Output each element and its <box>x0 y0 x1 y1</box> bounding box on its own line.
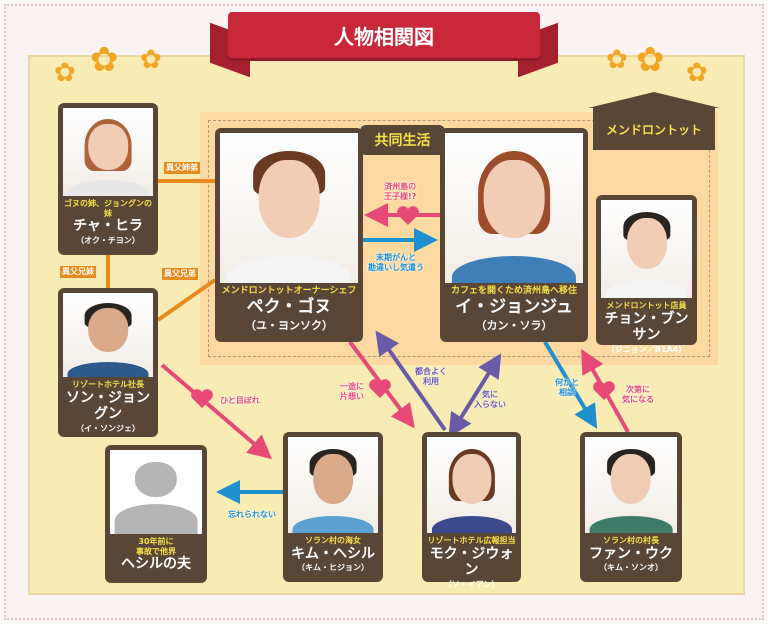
arrow-mok-lee <box>448 353 502 438</box>
character-card-song[interactable]: リゾートホテル社長 ソン・ジョングン （イ・ソンジェ） <box>58 288 158 437</box>
character-name: ペク・ゴヌ <box>246 296 332 317</box>
label-line: 都合よく <box>415 367 447 376</box>
relation-label: 末期がんと勘違いし気遣う <box>368 253 424 272</box>
mendorontot-label: メンドロントット <box>593 108 715 150</box>
relation-label: 気に入らない <box>474 390 506 409</box>
character-name: モク・ジウォン <box>429 545 514 579</box>
arrow-song-kim <box>160 363 273 460</box>
character-role: リゾートホテル社長 <box>72 380 144 389</box>
relation-label: 一途に片想い <box>340 382 364 401</box>
character-name: ヘシルの夫 <box>121 556 191 573</box>
heart-icon <box>593 381 615 400</box>
relation-label: 何かと相談 <box>555 378 579 397</box>
portrait-photo <box>445 133 583 283</box>
portrait-photo <box>585 437 677 533</box>
arrow-mok-baek <box>375 330 447 432</box>
flower-icon: ✿ <box>606 45 628 75</box>
relation-label: ひと目ぼれ <box>220 396 260 406</box>
flower-icon: ✿ <box>686 58 708 88</box>
heart-icon <box>397 206 419 225</box>
silhouette-icon <box>110 450 202 534</box>
actor-name: （キム・ヒジョン） <box>297 563 369 573</box>
character-name: チョン・ブンサン <box>604 310 689 344</box>
actor-name: （ソ・イアン） <box>443 580 500 590</box>
title-ribbon: 人物相関図 <box>228 12 540 58</box>
actor-name: （ジニョン／B1A4） <box>606 345 687 355</box>
character-role: ソラン村の海女 <box>305 536 361 545</box>
actor-name: （カン・ソラ） <box>475 319 553 333</box>
relation-label: 異父兄弟 <box>162 268 198 280</box>
flower-icon: ✿ <box>54 58 76 88</box>
actor-name: （イ・ソンジェ） <box>76 424 140 434</box>
character-card-jeong[interactable]: メンドロントット店員 チョン・ブンサン （ジニョン／B1A4） <box>596 195 697 354</box>
actor-name: （オク・チヨン） <box>76 235 140 245</box>
actor-name: （ユ・ヨンソク） <box>245 319 333 333</box>
character-name: ファン・ウク <box>589 545 673 562</box>
character-role: ゴヌの姉、ジョングンの妹 <box>64 199 152 218</box>
label-line: 忘れられない <box>228 510 276 519</box>
portrait-photo <box>63 108 153 196</box>
label-line: 気になる <box>622 394 654 404</box>
label-line: 王子様!? <box>384 191 417 201</box>
flower-icon: ✿ <box>90 40 119 80</box>
label-line: 入らない <box>474 399 506 409</box>
character-card-husband[interactable]: 30年前に 事故で他界 ヘシルの夫 <box>105 445 207 583</box>
relation-label: 忘れられない <box>228 510 276 520</box>
label-line: 何かと <box>555 378 579 387</box>
together-text: 共同生活 <box>374 133 431 149</box>
label-line: 片想い <box>340 391 364 401</box>
actor-name: （キム・ソンオ） <box>599 563 663 573</box>
character-role: メンドロントットオーナーシェフ <box>221 286 357 296</box>
character-name: キム・ヘシル <box>291 545 375 562</box>
character-name: チャ・ヒラ <box>73 218 143 235</box>
portrait-photo <box>220 133 358 283</box>
relation-label: 異父姉弟 <box>164 162 200 174</box>
label-line: 利用 <box>423 376 439 386</box>
label-line: ひと目ぼれ <box>220 396 260 405</box>
label-line: 気に <box>482 390 498 399</box>
character-card-cha[interactable]: ゴヌの姉、ジョングンの妹 チャ・ヒラ （オク・チヨン） <box>58 103 158 255</box>
character-role: ソラン村の村長 <box>603 536 659 545</box>
heart-icon <box>191 389 213 408</box>
relation-label: 済州島の王子様!? <box>384 182 416 201</box>
relation-label: 次第に気になる <box>622 385 654 404</box>
label-line: 相談 <box>559 387 575 397</box>
relation-label: 異父兄妹 <box>60 266 96 278</box>
character-card-kim[interactable]: ソラン村の海女 キム・ヘシル （キム・ヒジョン） <box>283 432 383 582</box>
line-song-baek <box>156 278 217 322</box>
label-line: 勘違いし気遣う <box>368 262 424 272</box>
label-song-cha: 異父兄妹 <box>60 266 96 278</box>
page-title: 人物相関図 <box>334 24 434 49</box>
portrait-photo <box>427 437 516 533</box>
flower-icon: ✿ <box>636 40 665 80</box>
label-line: 一途に <box>340 382 364 391</box>
label-line: 末期がんと <box>376 253 416 262</box>
character-role: メンドロントット店員 <box>606 301 687 310</box>
label-cha-baek: 異父姉弟 <box>164 162 200 174</box>
character-name: ソン・ジョングン <box>66 389 150 423</box>
portrait-photo <box>601 200 692 298</box>
label-line: 次第に <box>626 385 650 394</box>
heart-icon <box>369 379 391 398</box>
portrait-photo <box>288 437 378 533</box>
mendorontot-text: メンドロントット <box>605 122 702 137</box>
house-roof-icon <box>588 92 720 108</box>
character-role: 事故で他界 <box>136 546 176 556</box>
together-label: 共同生活 <box>360 125 445 155</box>
character-card-baek[interactable]: メンドロントットオーナーシェフ ペク・ゴヌ （ユ・ヨンソク） <box>215 128 363 342</box>
character-role: 30年前に <box>138 537 174 546</box>
arrow-lee-hwang <box>543 340 598 429</box>
portrait-photo <box>63 293 153 377</box>
character-role: カフェを開くため済州島へ移住 <box>450 286 577 296</box>
label-line: 済州島の <box>384 182 417 191</box>
flower-icon: ✿ <box>140 45 162 75</box>
character-card-lee[interactable]: カフェを開くため済州島へ移住 イ・ジョンジュ （カン・ソラ） <box>440 128 588 342</box>
character-role: リゾートホテル広報担当 <box>427 536 516 545</box>
label-song-baek: 異父兄弟 <box>162 268 198 280</box>
character-card-mok[interactable]: リゾートホテル広報担当 モク・ジウォン （ソ・イアン） <box>422 432 521 589</box>
character-card-hwang[interactable]: ソラン村の村長 ファン・ウク （キム・ソンオ） <box>580 432 682 582</box>
relation-label: 都合よく利用 <box>415 367 447 386</box>
character-name: イ・ジョンジュ <box>455 296 573 317</box>
